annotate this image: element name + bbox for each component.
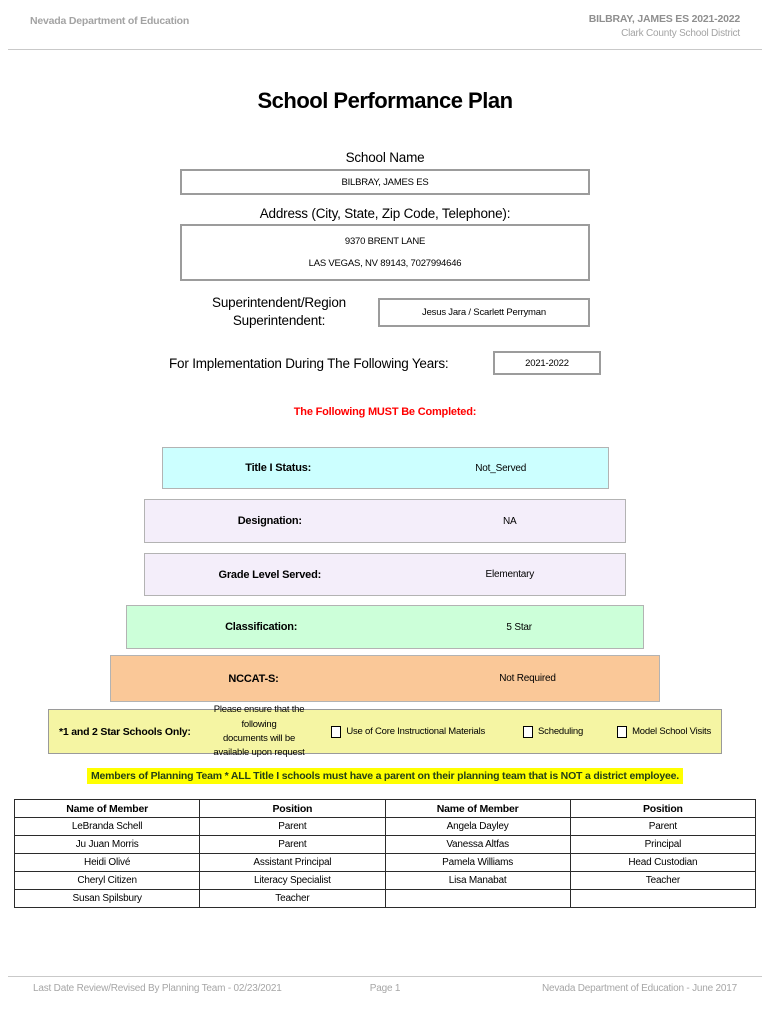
school-name-value: BILBRAY, JAMES ES xyxy=(341,176,429,188)
member-position-cell xyxy=(569,889,757,909)
planning-team-notice: Members of Planning Team * ALL Title I s… xyxy=(86,768,684,785)
address-line1: 9370 BRENT LANE xyxy=(344,236,426,248)
table-header-row: Name of Member Position Name of Member P… xyxy=(13,799,757,819)
star-schools-band: *1 and 2 Star Schools Only: Please ensur… xyxy=(48,704,722,758)
header-school-year: BILBRAY, JAMES ES 2021-2022 xyxy=(588,13,740,25)
star-schools-label: *1 and 2 Star Schools Only: xyxy=(59,725,191,738)
table-row: Cheryl Citizen Literacy Specialist Lisa … xyxy=(13,871,757,891)
classification-value: 5 Star xyxy=(506,621,532,633)
star-schools-note: Please ensure that the following documen… xyxy=(205,703,314,760)
page-title: School Performance Plan xyxy=(257,88,513,113)
classification-label: Classification: xyxy=(225,621,298,634)
address-field[interactable]: 9370 BRENT LANE LAS VEGAS, NV 89143, 702… xyxy=(180,224,590,281)
member-name-cell: Vanessa Altfas xyxy=(384,835,571,855)
checkbox-core-materials[interactable]: Use of Core Instructional Materials xyxy=(331,725,486,738)
superintendent-row: Superintendent/Region Superintendent: Je… xyxy=(180,294,590,330)
must-complete-notice: The Following MUST Be Completed: xyxy=(293,406,477,419)
page-header: Nevada Department of Education BILBRAY, … xyxy=(0,0,770,39)
col-header-position-2: Position xyxy=(569,799,757,819)
status-row-nccat-s: NCCAT-S: Not Required xyxy=(110,655,660,703)
checkbox-scheduling-label: Scheduling xyxy=(538,726,584,738)
superintendent-value: Jesus Jara / Scarlett Perryman xyxy=(422,306,546,318)
grade-level-value: Elementary xyxy=(485,569,535,581)
member-position-cell: Parent xyxy=(199,817,386,837)
checkbox-core-materials-label: Use of Core Instructional Materials xyxy=(346,726,486,738)
table-row: Ju Juan Morris Parent Vanessa Altfas Pri… xyxy=(13,835,757,855)
member-position-cell: Teacher xyxy=(569,871,757,891)
title-i-status-label: Title I Status: xyxy=(245,462,312,475)
checkbox-icon[interactable] xyxy=(523,725,534,738)
planning-team-notice-wrap: Members of Planning Team * ALL Title I s… xyxy=(0,766,770,785)
designation-value: NA xyxy=(503,515,517,527)
member-name-cell: Pamela Williams xyxy=(384,853,571,873)
superintendent-field[interactable]: Jesus Jara / Scarlett Perryman xyxy=(378,297,590,327)
member-position-cell: Parent xyxy=(199,835,386,855)
member-name-cell xyxy=(384,889,571,909)
member-position-cell: Teacher xyxy=(199,889,386,909)
checkbox-model-visits-label: Model School Visits xyxy=(632,726,711,738)
page-footer: Last Date Review/Revised By Planning Tea… xyxy=(0,976,770,994)
nccat-s-label: NCCAT-S: xyxy=(228,672,279,685)
member-position-cell: Assistant Principal xyxy=(199,853,386,873)
implementation-label: For Implementation During The Following … xyxy=(169,355,449,371)
checkbox-model-visits[interactable]: Model School Visits xyxy=(617,725,711,738)
status-row-title-i: Title I Status: Not_Served xyxy=(161,447,609,490)
star-schools-note-line2: documents will be available upon request xyxy=(213,732,305,759)
member-name-cell: Lisa Manabat xyxy=(384,871,571,891)
footer-right: Nevada Department of Education - June 20… xyxy=(541,983,737,994)
member-name-cell: Angela Dayley xyxy=(384,817,571,837)
footer-left: Last Date Review/Revised By Planning Tea… xyxy=(33,983,282,994)
implementation-value: 2021-2022 xyxy=(525,357,569,369)
superintendent-label: Superintendent/Region Superintendent: xyxy=(212,295,346,329)
member-position-cell: Parent xyxy=(569,817,757,837)
header-divider xyxy=(8,49,762,50)
title-i-status-value: Not_Served xyxy=(475,462,527,474)
nccat-s-value: Not Required xyxy=(499,673,556,685)
checkbox-icon[interactable] xyxy=(331,725,342,738)
header-left-text: Nevada Department of Education xyxy=(30,15,190,27)
member-name-cell: Cheryl Citizen xyxy=(13,871,201,891)
member-name-cell: Susan Spilsbury xyxy=(13,889,201,909)
address-line2: LAS VEGAS, NV 89143, 7027994646 xyxy=(308,257,462,269)
table-row: Susan Spilsbury Teacher xyxy=(13,889,757,909)
footer-divider xyxy=(8,976,762,977)
implementation-row: For Implementation During The Following … xyxy=(169,351,601,376)
checkbox-icon[interactable] xyxy=(617,725,628,738)
col-header-name-1: Name of Member xyxy=(13,799,201,819)
address-label: Address (City, State, Zip Code, Telephon… xyxy=(259,206,511,221)
table-row: Heidi Olivé Assistant Principal Pamela W… xyxy=(13,853,757,873)
col-header-name-2: Name of Member xyxy=(384,799,571,819)
checkbox-scheduling[interactable]: Scheduling xyxy=(523,725,584,738)
member-position-cell: Head Custodian xyxy=(569,853,757,873)
member-position-cell: Principal xyxy=(569,835,757,855)
col-header-position-1: Position xyxy=(199,799,386,819)
member-name-cell: Heidi Olivé xyxy=(13,853,201,873)
status-row-designation: Designation: NA xyxy=(144,499,626,544)
member-position-cell: Literacy Specialist xyxy=(199,871,386,891)
header-right-block: BILBRAY, JAMES ES 2021-2022 Clark County… xyxy=(589,13,740,39)
designation-label: Designation: xyxy=(237,515,302,528)
status-row-grade-level: Grade Level Served: Elementary xyxy=(144,553,626,597)
school-name-field[interactable]: BILBRAY, JAMES ES xyxy=(180,169,590,195)
table-row: LeBranda Schell Parent Angela Dayley Par… xyxy=(13,817,757,837)
star-schools-note-line1: Please ensure that the following xyxy=(213,704,305,730)
planning-team-table: Name of Member Position Name of Member P… xyxy=(13,799,757,909)
header-district: Clark County School District xyxy=(621,28,740,39)
school-name-label: School Name xyxy=(345,150,425,165)
status-row-classification: Classification: 5 Star xyxy=(126,605,644,650)
member-name-cell: Ju Juan Morris xyxy=(13,835,201,855)
implementation-field[interactable]: 2021-2022 xyxy=(493,351,601,376)
member-name-cell: LeBranda Schell xyxy=(13,817,201,837)
grade-level-label: Grade Level Served: xyxy=(218,568,322,581)
